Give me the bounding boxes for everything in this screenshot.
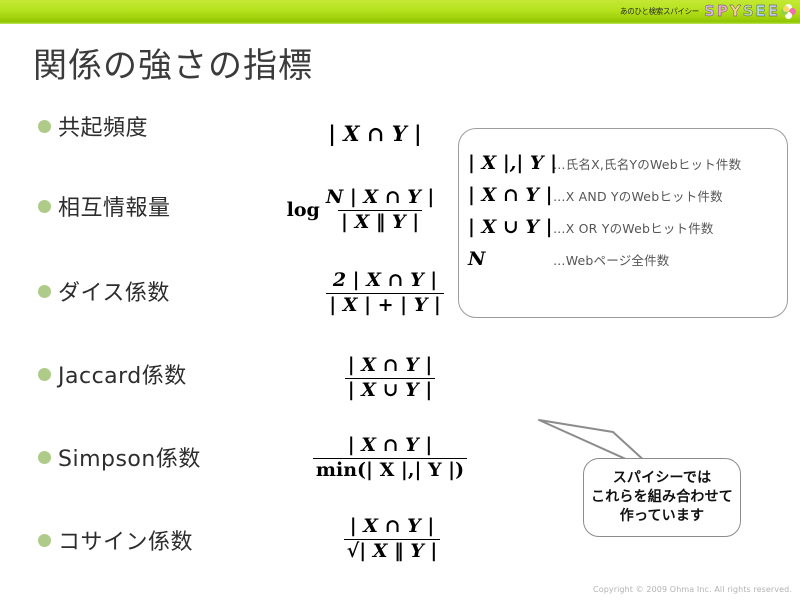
formula-denominator: √| X ‖ Y | [343,538,441,562]
logo-letter-e1: E [755,2,766,20]
logo-letter-y: Y [729,2,741,20]
formula-log-operator: log [286,199,320,221]
bullet-item-jaccard: Jaccard係数 [38,358,187,390]
legend-description: …X OR YのWebヒット件数 [553,221,714,236]
formula-denominator: min(| X |,| Y |) [312,457,468,481]
formula-numerator: | X ∩ Y | [347,354,433,377]
bullet-label: 相互情報量 [58,196,171,221]
logo-letter-p: P [716,2,728,20]
bullet-item-dice: ダイス係数 [38,275,170,307]
formula-denominator: | X ∪ Y | [344,377,436,401]
bullet-item-cosine: コサイン係数 [38,524,193,556]
legend-symbol: N [468,248,486,270]
brand-tagline: あのひと検索スパイシー [620,6,699,16]
logo-letter-s2: S [742,2,754,20]
dice-formula: 2 | X ∩ Y | | X | + | Y | [320,263,450,323]
legend-row: | X ∩ Y | …X AND YのWebヒット件数 [468,184,788,216]
header-underline [0,22,800,24]
formula-denominator: | X | + | Y | [326,292,444,316]
formula-numerator: | X ∩ Y | [349,515,435,538]
header-bar: あのひと検索スパイシー S P Y S E E [0,0,800,22]
logo-letter-e2: E [767,2,779,20]
formula-numerator: 2 | X ∩ Y | [332,269,438,292]
callout-bubble: スパイシーでは これらを組み合わせて 作っています [583,458,741,537]
bullet-dot [38,284,51,298]
formula-numerator: | X ∩ Y | [347,434,433,457]
legend-symbol: | X |,| Y | [468,152,558,174]
bullet-item-simpson: Simpson係数 [38,441,201,473]
page-title: 関係の強さの指標 [33,46,313,86]
bullet-label: Simpson係数 [58,447,201,472]
copyright-footer: Copyright © 2009 Ohma Inc. All rights re… [593,585,792,594]
legend-row: | X |,| Y | …氏名X,氏名YのWebヒット件数 [468,152,788,184]
mutual-information-formula: log N | X ∩ Y | | X ‖ Y | [272,182,452,238]
legend-description: …Webページ全件数 [553,253,670,268]
callout-line-1: スパイシーでは [612,470,712,487]
bullet-label: Jaccard係数 [58,364,187,389]
spysee-logo[interactable]: S P Y S E E [703,3,796,19]
jaccard-formula: | X ∩ Y | | X ∪ Y | [325,348,455,408]
legend-row: | X ∪ Y | …X OR YのWebヒット件数 [468,216,788,248]
callout-text: スパイシーでは これらを組み合わせて 作っています [591,469,733,526]
bullet-item-mutual-information: 相互情報量 [38,190,171,222]
legend-list: | X |,| Y | …氏名X,氏名YのWebヒット件数 | X ∩ Y | … [468,152,788,280]
cosine-formula: | X ∩ Y | √| X ‖ Y | [322,508,462,570]
bullet-label: コサイン係数 [58,530,194,555]
legend-description: …X AND YのWebヒット件数 [553,189,723,204]
callout-line-3: 作っています [619,507,705,524]
bullet-dot [38,367,51,381]
bullet-item-co-occurrence: 共起頻度 [38,110,148,142]
legend-panel [458,128,788,318]
simpson-formula: | X ∩ Y | min(| X |,| Y |) [310,428,470,488]
bullet-dot [38,450,51,464]
bullet-dot [38,533,51,547]
bullet-label: 共起頻度 [58,116,149,141]
formula-expression: | X ∩ Y | [328,120,422,146]
brand-lockup: あのひと検索スパイシー S P Y S E E [620,0,796,22]
legend-symbol: | X ∩ Y | [468,184,553,206]
bullet-dot [38,199,51,213]
bullet-label: ダイス係数 [58,281,170,306]
legend-symbol: | X ∪ Y | [468,216,553,238]
bullet-dot [38,119,51,133]
formula-numerator: N | X ∩ Y | [325,186,435,209]
legend-description: …氏名X,氏名YのWebヒット件数 [553,157,742,172]
co-occurrence-formula: | X ∩ Y | [300,118,450,148]
formula-denominator: | X ‖ Y | [338,209,423,233]
logo-letter-s1: S [704,2,715,20]
flower-icon [781,3,796,19]
legend-row: N …Webページ全件数 [468,248,788,280]
callout-line-2: これらを組み合わせて [591,489,733,506]
